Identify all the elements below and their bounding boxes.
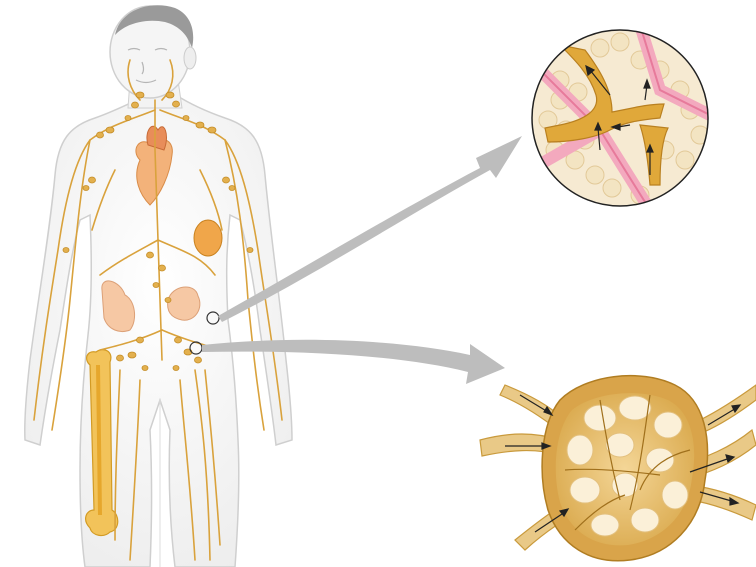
ear [184,47,196,69]
spleen-icon [194,220,222,256]
node-inset [480,376,756,561]
human-figure [25,5,292,567]
intestine-right-icon [168,287,200,320]
arrow-to-node [202,340,505,384]
capillary-inset [530,25,720,210]
bone-marrow [98,365,100,515]
